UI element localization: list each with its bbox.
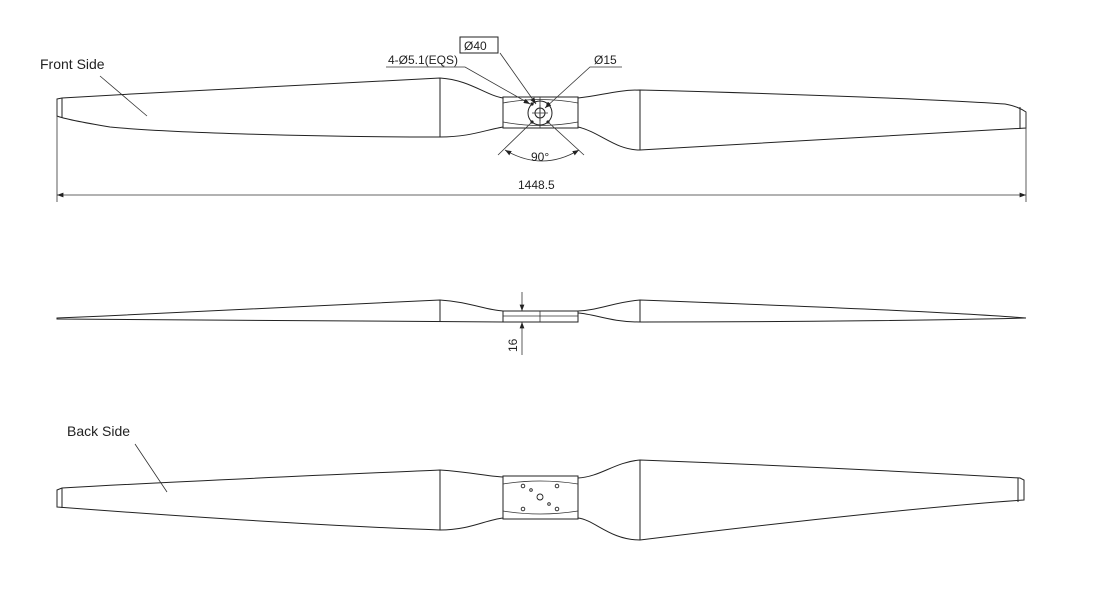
- center-hole-label: Ø15: [594, 53, 617, 67]
- side-hub: [502, 310, 579, 323]
- bolt-holes-label: 4-Ø5.1(EQS): [388, 53, 458, 67]
- front-side-leader: [99, 75, 148, 117]
- hole-angle-label: 90°: [531, 150, 549, 164]
- overall-length-label: 1448.5: [518, 178, 555, 192]
- front-hub-lines: [502, 97, 579, 128]
- front-hub: [502, 96, 579, 129]
- back-side-leader: [134, 443, 168, 493]
- hub-circle-icon: [527, 100, 553, 126]
- front-left-blade: [56, 77, 504, 138]
- angle-arc: [504, 149, 580, 162]
- hub-thickness-label: 16: [506, 338, 520, 352]
- back-hub: [502, 475, 579, 520]
- back-side-label: Back Side: [67, 423, 130, 439]
- back-holes-icon: [520, 483, 560, 512]
- front-view: Ø40 4-Ø5.1(EQS) Ø15 90° 1448.5 Front Sid…: [40, 36, 1027, 202]
- hub-diameter-label: Ø40: [464, 39, 487, 53]
- front-side-label: Front Side: [40, 56, 105, 72]
- hub-diameter-box: [459, 36, 499, 54]
- side-view: 16: [56, 292, 1027, 355]
- front-right-blade: [577, 89, 1027, 151]
- back-view: Back Side: [56, 423, 1025, 541]
